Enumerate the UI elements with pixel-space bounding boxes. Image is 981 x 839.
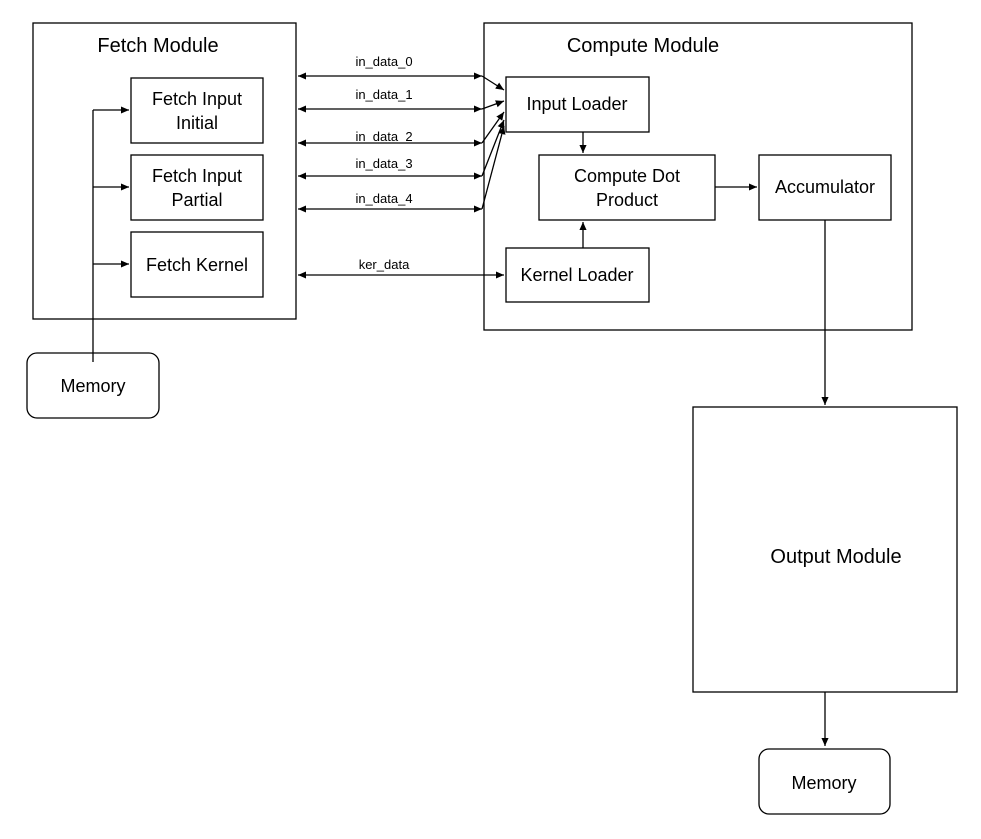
memory-input-label: Memory [60, 376, 125, 396]
output-module [692, 406, 958, 693]
in-data-1-label: in_data_1 [355, 87, 412, 102]
fetch-input-partial-label-line1: Fetch Input [152, 166, 242, 186]
in-data-0-label: in_data_0 [355, 54, 412, 69]
compute-module-title: Compute Module [567, 35, 719, 57]
input-loader-label: Input Loader [526, 94, 627, 114]
kernel-loader-label: Kernel Loader [520, 265, 633, 285]
in-data-2-to-input-loader [481, 111, 505, 144]
in-data-0-to-input-loader [481, 75, 505, 91]
fetch-input-initial-label-line1: Fetch Input [152, 89, 242, 109]
compute-dot-product-label-line1: Compute Dot [574, 166, 680, 186]
accumulator-block [758, 154, 892, 221]
fetch-kernel-block [130, 231, 264, 298]
output-module-title: Output Module [770, 546, 901, 568]
memory-output-label: Memory [791, 773, 856, 793]
compute-dot-product-label-line2: Product [596, 190, 658, 210]
in-data-4-label: in_data_4 [355, 191, 412, 206]
fetch-input-initial-block [130, 77, 264, 144]
compute-dot-product-block [538, 154, 716, 221]
memory-output-block [758, 748, 891, 815]
fetch-input-initial-label-line2: Initial [176, 113, 218, 133]
accumulator-label: Accumulator [775, 177, 875, 197]
ker-data-label: ker_data [359, 257, 410, 272]
fetch-input-partial-label-line2: Partial [171, 190, 222, 210]
input-loader-block [505, 76, 650, 133]
in-data-3-label: in_data_3 [355, 156, 412, 171]
fetch-input-partial-block [130, 154, 264, 221]
kernel-loader-block [505, 247, 650, 303]
in-data-4-to-input-loader [481, 125, 506, 210]
fetch-kernel-label: Fetch Kernel [146, 255, 248, 275]
in-data-2-label: in_data_2 [355, 129, 412, 144]
fetch-module-title: Fetch Module [97, 35, 218, 57]
in-data-1-to-input-loader [481, 100, 505, 110]
